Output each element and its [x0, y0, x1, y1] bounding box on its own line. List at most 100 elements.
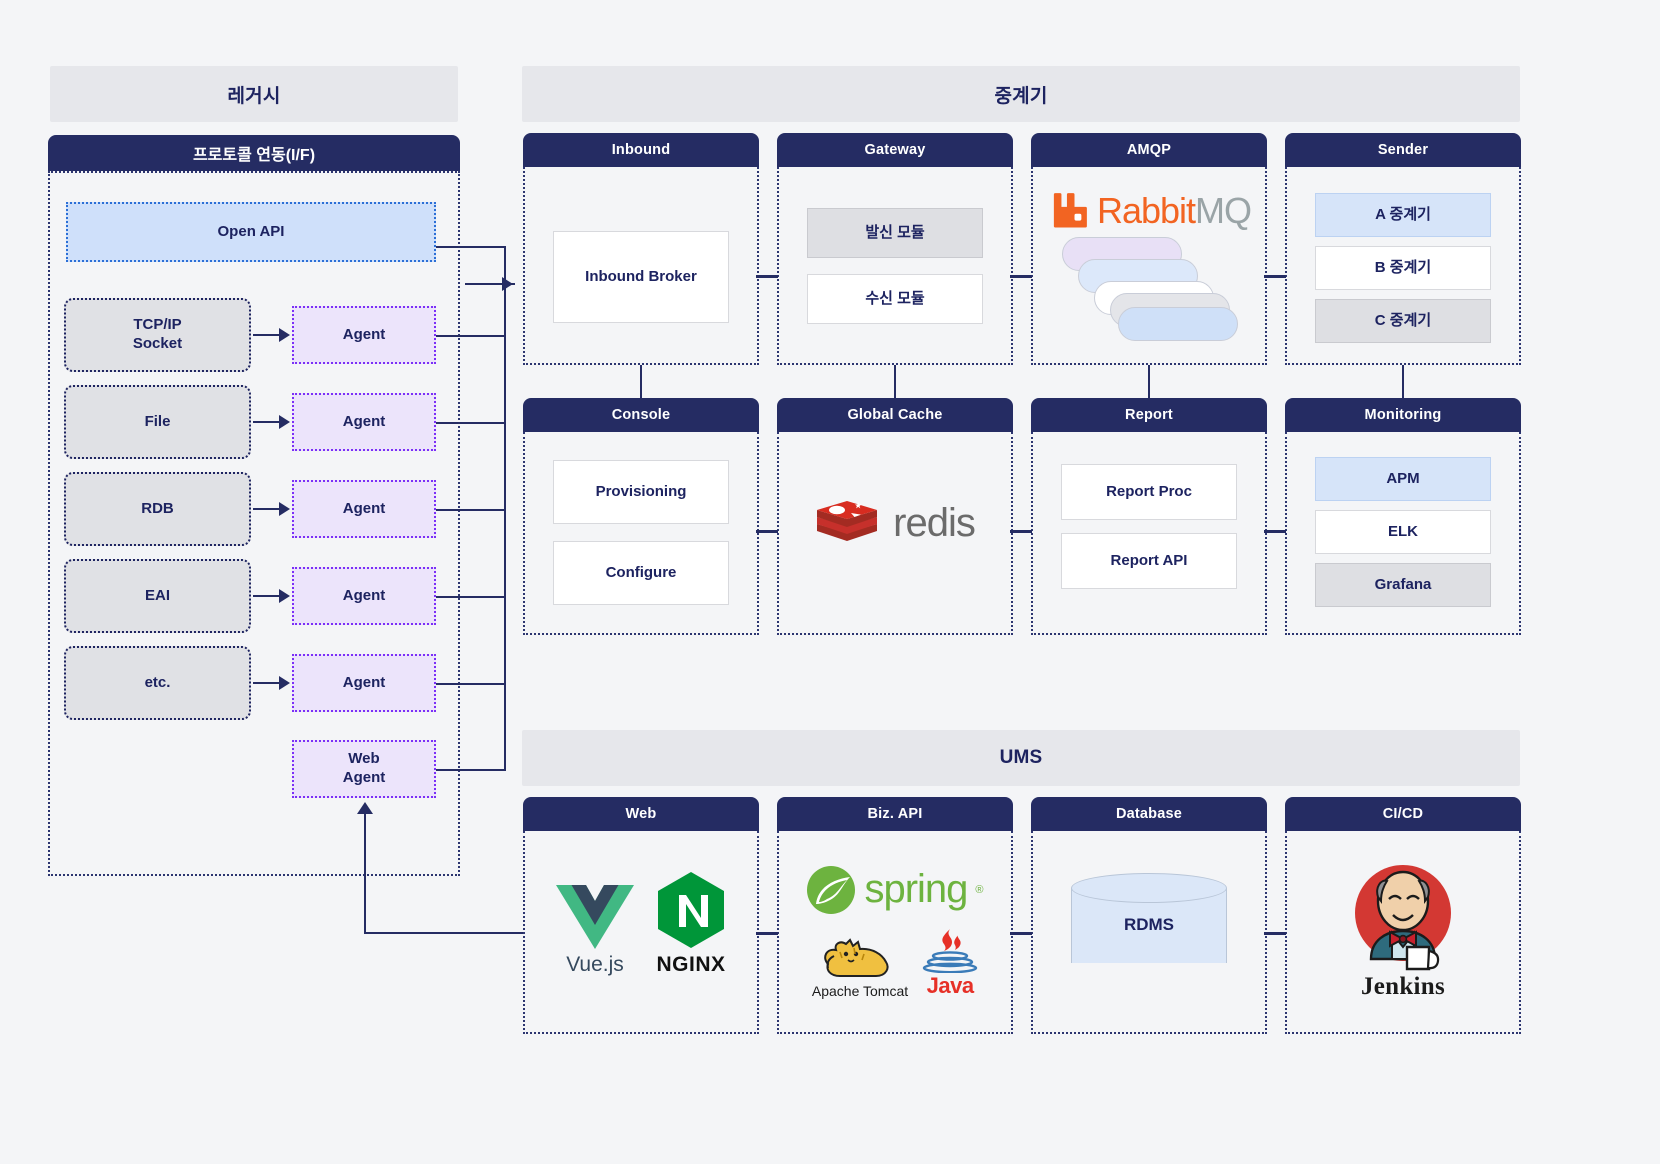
- legacy-agent-label: Agent: [342, 586, 386, 604]
- node-report-api[interactable]: Report API: [1061, 533, 1237, 589]
- panel-amqp: AMQP RabbitMQ: [1031, 133, 1267, 365]
- legacy-source-label: etc.: [144, 673, 171, 691]
- nginx-label: NGINX: [656, 952, 726, 976]
- node-label: Configure: [605, 563, 677, 581]
- legacy-agent-rdb[interactable]: Agent: [292, 480, 436, 538]
- node-configure[interactable]: Configure: [553, 541, 729, 605]
- panel-title-global-cache: Global Cache: [777, 398, 1013, 432]
- connector-cache-report: [1010, 530, 1032, 533]
- jenkins-wordmark: Jenkins: [1360, 972, 1446, 1000]
- node-label: Inbound Broker: [585, 267, 697, 285]
- rabbitmq-logo: RabbitMQ: [1047, 189, 1252, 233]
- queue-cylinder: [1117, 307, 1238, 341]
- arrow-line-file: [253, 421, 281, 423]
- legacy-agent-label: Agent: [342, 499, 386, 517]
- node-label: ELK: [1388, 522, 1418, 540]
- panel-inbound: Inbound Inbound Broker: [523, 133, 759, 365]
- group-banner-legacy: 레거시: [50, 66, 458, 122]
- legacy-source-label: EAI: [144, 586, 170, 604]
- node-apm[interactable]: APM: [1315, 457, 1491, 501]
- node-label: Report Proc: [1106, 482, 1192, 500]
- panel-database: Database RDMS: [1031, 797, 1267, 1034]
- node-sender-c[interactable]: C 중계기: [1315, 299, 1491, 343]
- tomcat-icon: [824, 937, 889, 977]
- arrow-line-tcpip: [253, 334, 281, 336]
- group-banner-broker: 중계기: [522, 66, 1520, 122]
- panel-title-cicd: CI/CD: [1285, 797, 1521, 831]
- spring-logo: spring®: [806, 865, 984, 915]
- tomcat-label: Apache Tomcat: [811, 982, 909, 999]
- nginx-logo: NGINX: [656, 871, 726, 977]
- node-label: A 중계기: [1375, 205, 1431, 223]
- panel-title-sender: Sender: [1285, 133, 1521, 167]
- redis-wordmark: redis: [893, 501, 976, 545]
- legacy-agent-etc[interactable]: Agent: [292, 654, 436, 712]
- node-inbound-broker[interactable]: Inbound Broker: [553, 231, 729, 323]
- legacy-source-rdb[interactable]: RDB: [64, 472, 251, 546]
- spring-wordmark: spring: [864, 867, 968, 911]
- bus-stub-agent5: [436, 683, 506, 685]
- node-label: 발신 모듈: [865, 223, 925, 241]
- panel-web: Web Vue.js NGINX: [523, 797, 759, 1034]
- node-sender-b[interactable]: B 중계기: [1315, 246, 1491, 290]
- legacy-source-file[interactable]: File: [64, 385, 251, 459]
- legacy-agent-tcpip[interactable]: Agent: [292, 306, 436, 364]
- tomcat-logo: Apache Tomcat: [812, 934, 908, 999]
- node-gateway-recv[interactable]: 수신 모듈: [807, 274, 983, 324]
- legacy-agent-file[interactable]: Agent: [292, 393, 436, 451]
- panel-title-gateway: Gateway: [777, 133, 1013, 167]
- redis-icon: [815, 493, 879, 555]
- node-label: APM: [1386, 469, 1420, 487]
- panel-title-report: Report: [1031, 398, 1267, 432]
- legacy-open-api-label: Open API: [217, 222, 285, 240]
- legacy-container: [48, 171, 460, 876]
- rabbitmq-wordmark-secondary: MQ: [1195, 190, 1252, 231]
- rabbitmq-icon: [1053, 193, 1087, 228]
- arrow-line-rdb: [253, 508, 281, 510]
- panel-console: Console Provisioning Configure: [523, 398, 759, 635]
- web-to-agent-vline: [364, 812, 366, 934]
- legacy-source-eai[interactable]: EAI: [64, 559, 251, 633]
- connector-gateway-cache: [894, 365, 896, 399]
- legacy-interface-title: 프로토콜 연동(I/F): [192, 147, 316, 164]
- connector-inbound-console: [640, 365, 642, 399]
- node-gateway-send[interactable]: 발신 모듈: [807, 208, 983, 258]
- bus-stub-agent2: [436, 422, 506, 424]
- database-label: RDMS: [1123, 915, 1175, 934]
- panel-gateway: Gateway 발신 모듈 수신 모듈: [777, 133, 1013, 365]
- vue-icon: [556, 884, 634, 949]
- node-label: B 중계기: [1374, 258, 1432, 276]
- node-label: 수신 모듈: [865, 289, 925, 307]
- panel-report: Report Report Proc Report API: [1031, 398, 1267, 635]
- connector-inbound-gateway: [756, 275, 778, 278]
- legacy-source-etc[interactable]: etc.: [64, 646, 251, 720]
- node-provisioning[interactable]: Provisioning: [553, 460, 729, 524]
- arrow-head-rdb: [279, 502, 290, 516]
- node-sender-a[interactable]: A 중계기: [1315, 193, 1491, 237]
- connector-console-cache: [756, 530, 778, 533]
- connector-database-cicd: [1264, 932, 1286, 935]
- legacy-agent-eai[interactable]: Agent: [292, 567, 436, 625]
- group-banner-ums: UMS: [522, 730, 1520, 786]
- arrow-line-etc: [253, 682, 281, 684]
- node-elk[interactable]: ELK: [1315, 510, 1491, 554]
- jenkins-icon: [1355, 864, 1451, 970]
- java-label: Java: [926, 972, 974, 998]
- rabbitmq-wordmark-primary: Rabbit: [1096, 190, 1196, 231]
- vue-label: Vue.js: [566, 952, 624, 976]
- legacy-agent-label: Agent: [342, 412, 386, 430]
- arrow-head-eai: [279, 589, 290, 603]
- panel-sender: Sender A 중계기 B 중계기 C 중계기: [1285, 133, 1521, 365]
- node-report-proc[interactable]: Report Proc: [1061, 464, 1237, 520]
- node-grafana[interactable]: Grafana: [1315, 563, 1491, 607]
- bus-to-inbound-line: [465, 283, 515, 285]
- panel-biz-api: Biz. API spring®: [777, 797, 1013, 1034]
- legacy-open-api[interactable]: Open API: [66, 202, 436, 262]
- legacy-source-label: RDB: [141, 499, 174, 517]
- bus-vertical: [504, 246, 506, 771]
- connector-amqp-sender: [1264, 275, 1286, 278]
- bus-to-inbound-arrow: [502, 277, 513, 291]
